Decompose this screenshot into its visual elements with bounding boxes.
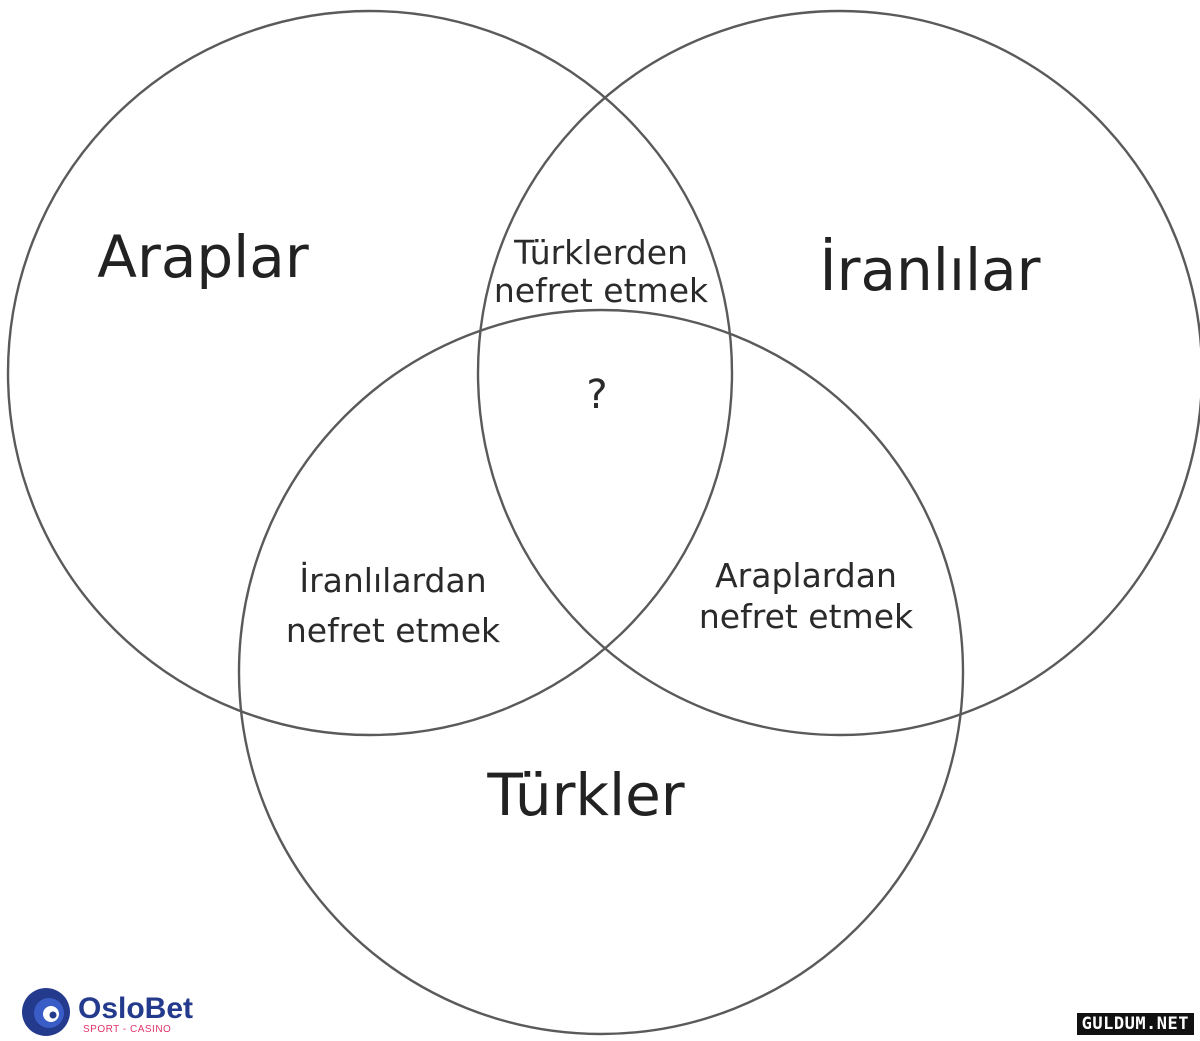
- region-label-iranlilar-turkler-line2: nefret etmek: [699, 597, 914, 636]
- set-label-iranlilar: İranlılar: [820, 236, 1041, 304]
- guldum-watermark: GULDUM.NET: [1076, 1013, 1194, 1035]
- region-label-araplar-turkler-line2: nefret etmek: [286, 611, 501, 650]
- region-label-center: ?: [586, 372, 607, 418]
- oslobet-logo: OsloBet SPORT - CASINO: [22, 988, 193, 1036]
- region-label-araplar-iranlilar-line2: nefret etmek: [494, 271, 709, 310]
- region-label-araplar-turkler-line1: İranlılardan: [299, 561, 486, 600]
- oslobet-mark-icon: [22, 988, 70, 1036]
- circle-iranlilar: [476, 9, 1200, 737]
- set-label-araplar: Araplar: [97, 223, 309, 291]
- logo-brand-text: OsloBet: [78, 992, 193, 1025]
- logo-tagline-text: SPORT - CASINO: [83, 1024, 171, 1035]
- circle-turkler: [237, 308, 965, 1036]
- circle-araplar: [6, 9, 734, 737]
- region-label-araplar-iranlilar-line1: Türklerden: [513, 233, 688, 272]
- set-label-turkler: Türkler: [486, 761, 684, 829]
- region-label-iranlilar-turkler-line1: Araplardan: [715, 556, 897, 595]
